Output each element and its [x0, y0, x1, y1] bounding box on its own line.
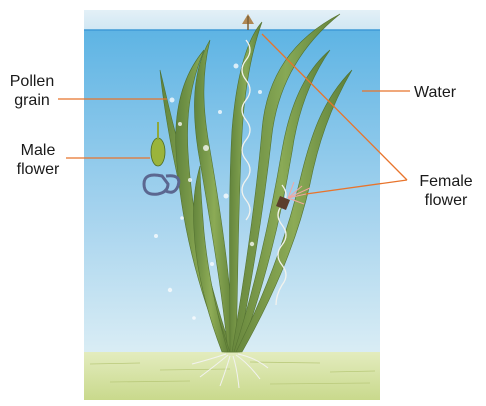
female-label-line1: Female [410, 172, 482, 191]
pollen-grain-label: Pollen grain [2, 72, 62, 110]
air-region [84, 10, 380, 32]
male-label-line2: flower [10, 160, 66, 179]
water-label: Water [414, 83, 456, 102]
sediment-bed [84, 352, 380, 400]
female-flower-label: Female flower [410, 172, 482, 210]
pollen-label-line1: Pollen [2, 72, 62, 91]
female-label-line2: flower [410, 191, 482, 210]
pollen-label-line2: grain [2, 91, 62, 110]
male-label-line1: Male [10, 141, 66, 160]
male-flower-label: Male flower [10, 141, 66, 179]
